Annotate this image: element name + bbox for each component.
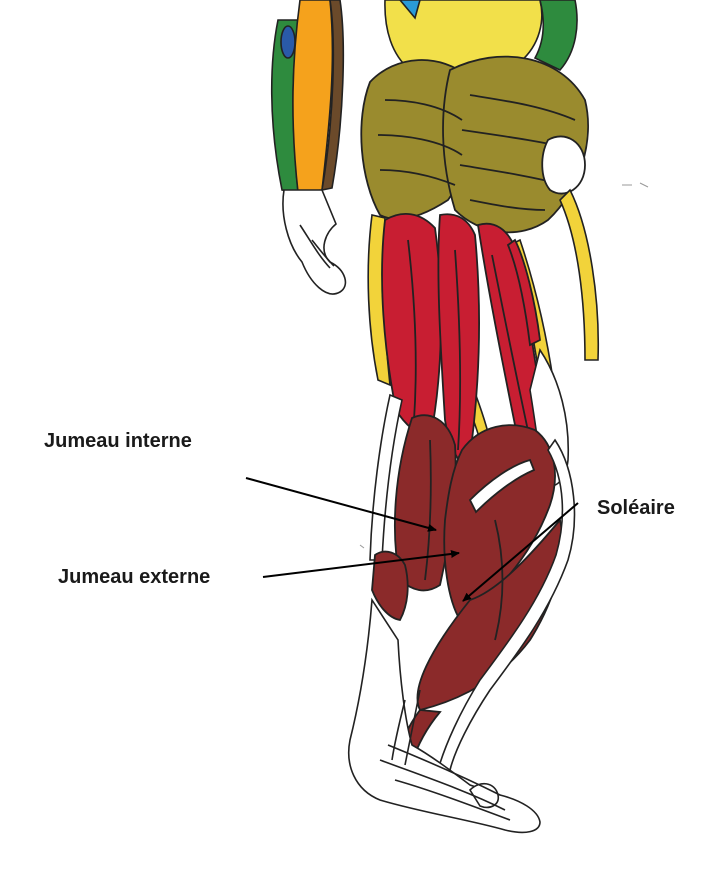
arm — [272, 0, 346, 294]
gluteus — [361, 57, 588, 233]
label-jumeau-interne: Jumeau interne — [44, 430, 192, 453]
label-soleaire: Soléaire — [597, 497, 675, 520]
label-jumeau-externe: Jumeau externe — [58, 566, 210, 589]
